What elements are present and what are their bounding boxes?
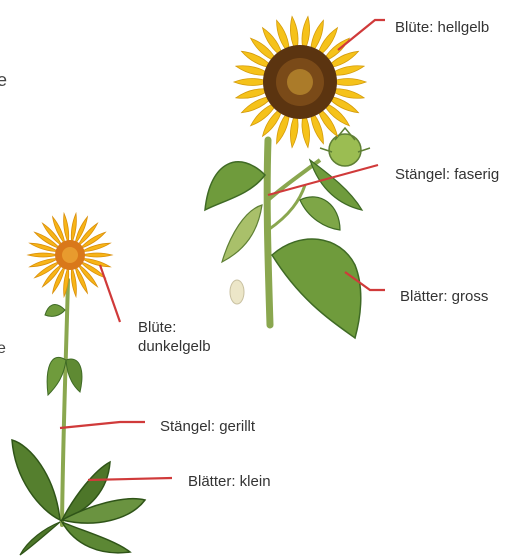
label-arnica-leaves: Blätter: klein [188, 472, 271, 491]
sunflower-illustration [205, 16, 370, 338]
label-sunflower-bloom: Blüte: hellgelb [395, 18, 489, 37]
arnica-leaf [62, 522, 130, 553]
arnica-leaf [20, 522, 60, 555]
leader-line-arnica-stem [60, 422, 145, 428]
sunflower-leaf [272, 239, 361, 338]
label-arnica-bloom-line1: Blüte: [138, 318, 211, 337]
petal [71, 267, 76, 297]
label-arnica-bloom-line2: dunkelgelb [138, 337, 211, 356]
label-arnica-bloom: Blüte: dunkelgelb [138, 318, 211, 356]
label-arnica-stem: Stängel: gerillt [160, 417, 255, 436]
arnica-illustration [12, 213, 145, 555]
sunflower-leaf [222, 205, 262, 262]
arnica-leaf [66, 359, 82, 392]
leader-line-arnica-bloom [100, 265, 120, 322]
sunflower-stem [267, 140, 270, 325]
clipped-edge-text-top: e [0, 70, 7, 91]
leader-line-sunflower-bloom [338, 20, 385, 50]
clipped-edge-text-middle: e [0, 340, 6, 358]
petal [28, 253, 58, 257]
arnica-leaf [12, 440, 60, 520]
petal [64, 213, 69, 243]
arnica-leaf [45, 305, 65, 317]
sunflower-bud [329, 134, 361, 166]
sunflower-leaf [205, 162, 265, 210]
arnica-stem [62, 280, 68, 525]
petal [82, 253, 112, 257]
label-sunflower-stem: Stängel: faserig [395, 165, 499, 184]
petal [71, 213, 76, 243]
sunflower-leaf [300, 197, 340, 230]
label-sunflower-leaves: Blätter: gross [400, 287, 488, 306]
